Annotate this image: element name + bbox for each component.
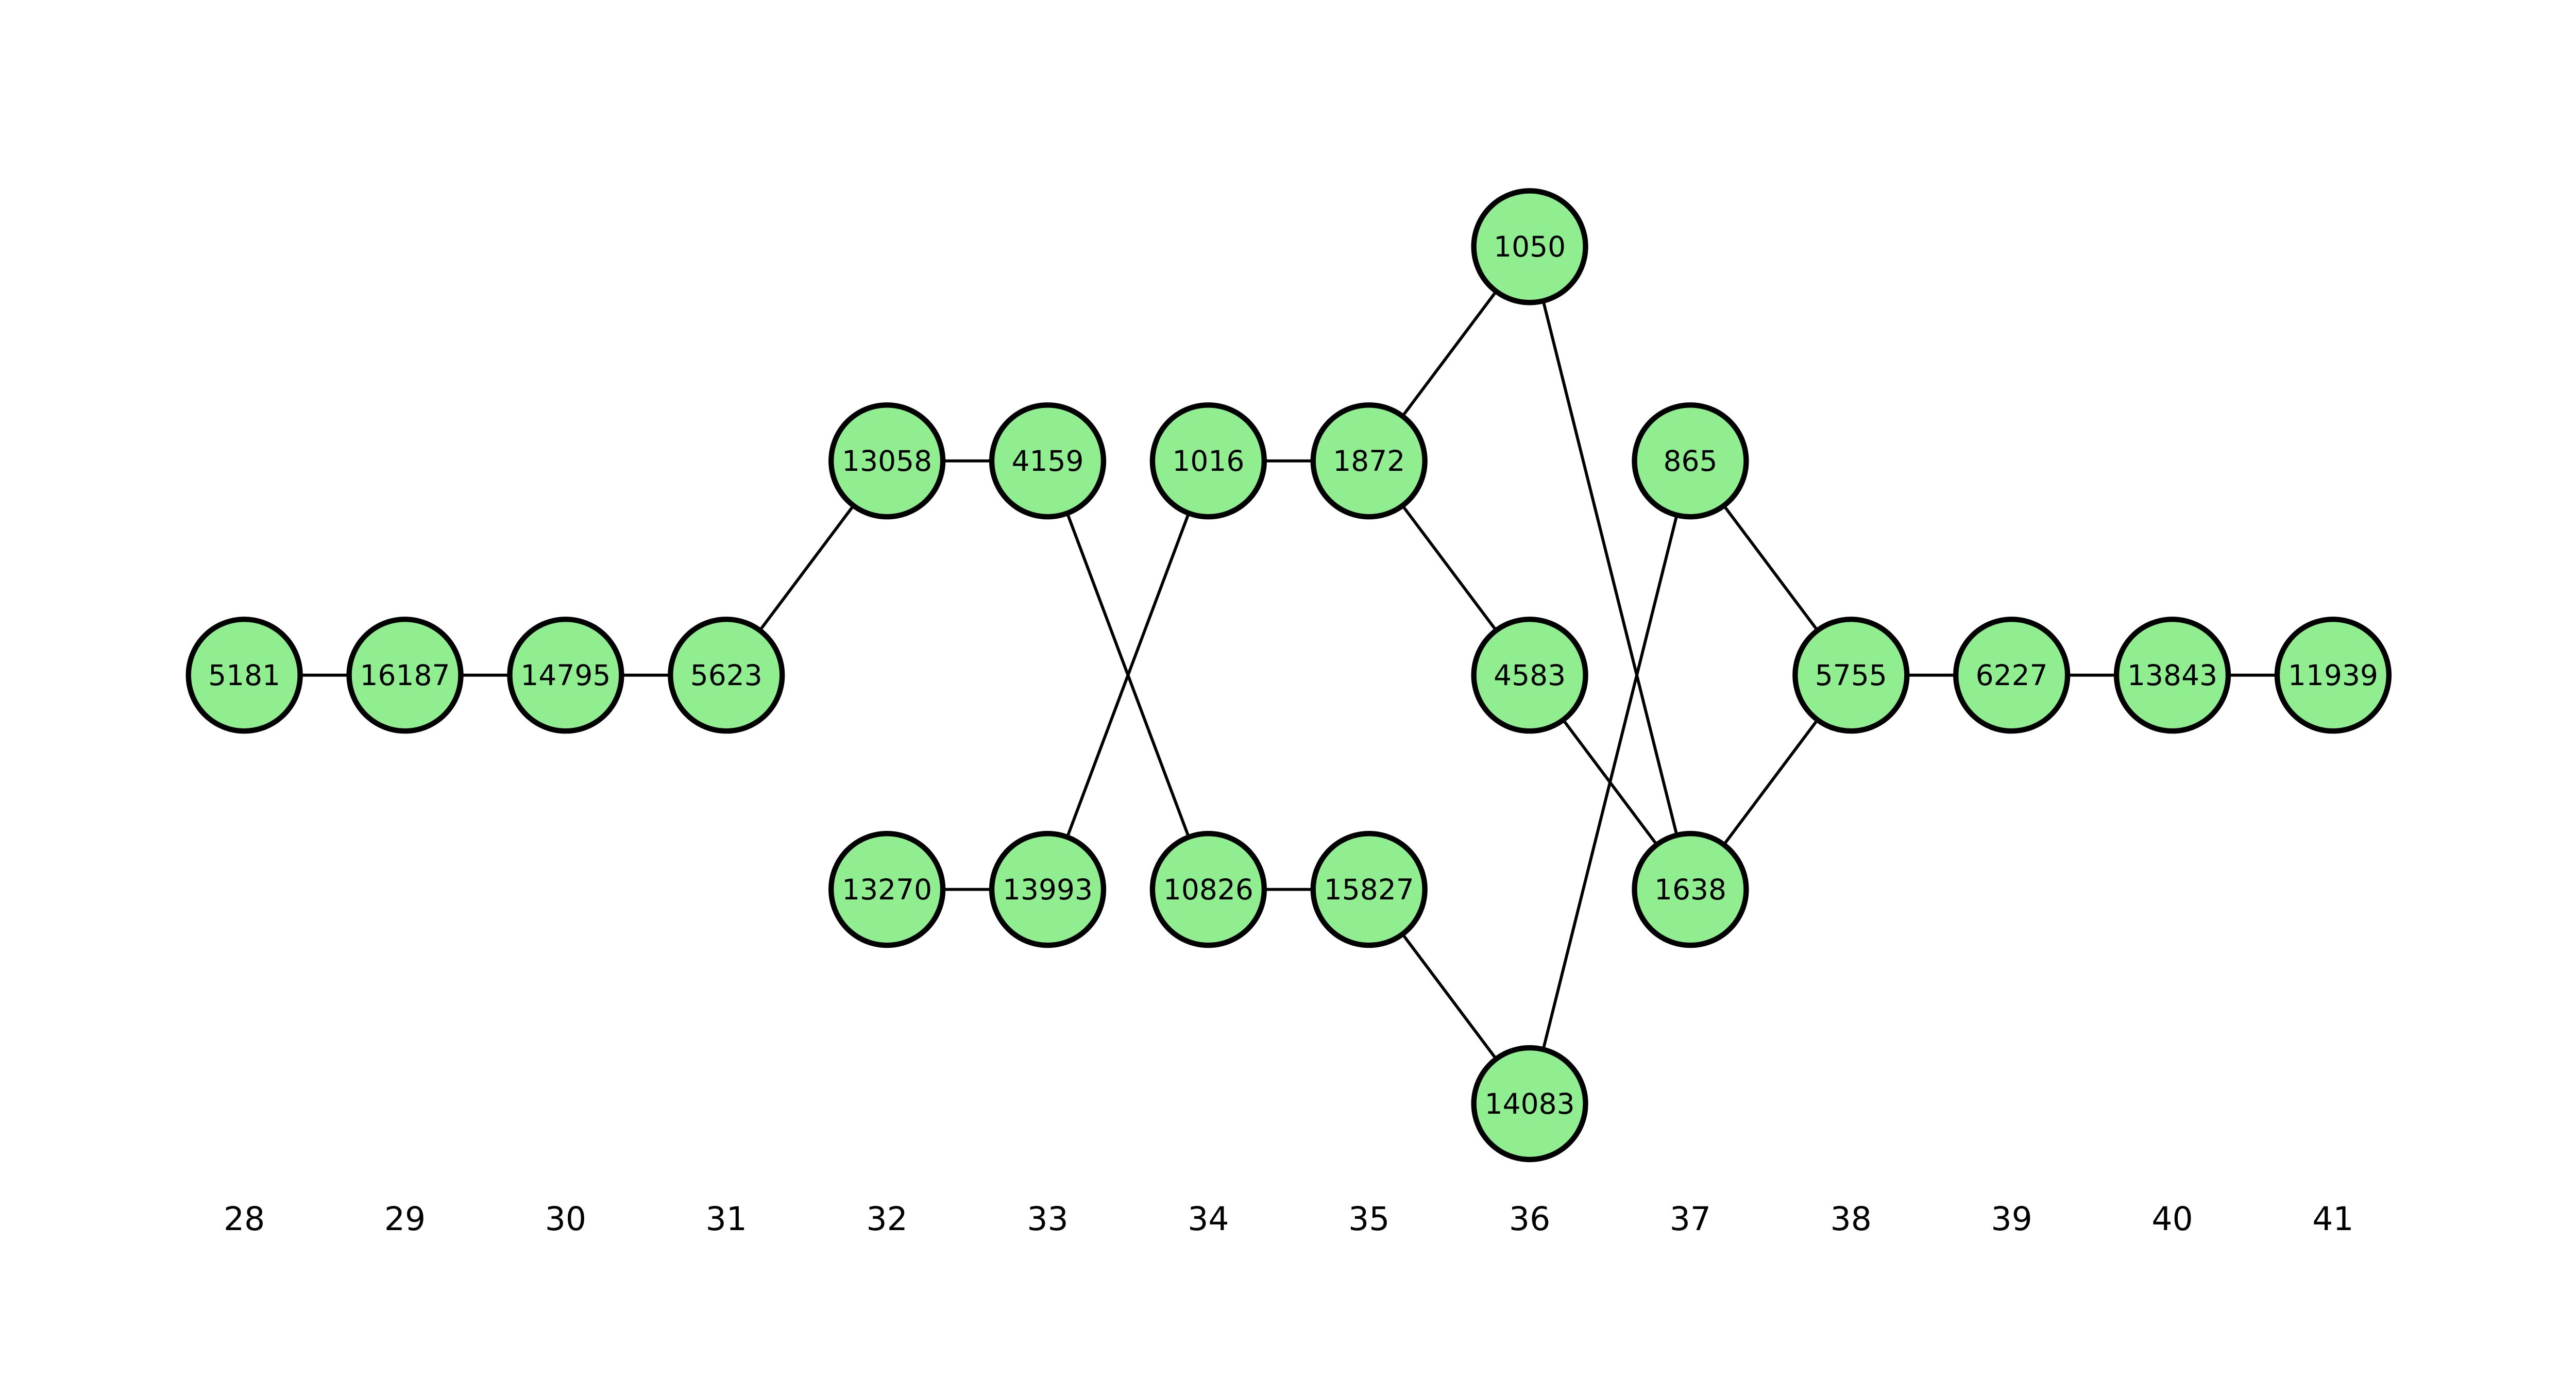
node-circle <box>828 402 946 520</box>
node-label: 1016 <box>1172 445 1244 478</box>
graph-node-16187: 16187 <box>346 617 464 734</box>
node-circle <box>346 617 464 734</box>
graph-node-6227: 6227 <box>1953 617 2071 734</box>
graph-node-11939: 11939 <box>2274 617 2392 734</box>
node-circle <box>2274 617 2392 734</box>
node-circle <box>1471 1045 1588 1163</box>
node-label: 14795 <box>520 659 611 692</box>
node-circle <box>507 617 624 734</box>
node-circle <box>1149 830 1267 948</box>
graph-node-13993: 13993 <box>989 830 1107 948</box>
x-axis-label-31: 31 <box>706 1200 747 1238</box>
node-label: 865 <box>1663 445 1717 478</box>
graph-node-13058: 13058 <box>828 402 946 520</box>
node-label: 13058 <box>842 445 932 478</box>
node-label: 13270 <box>842 873 932 906</box>
node-circle <box>1471 188 1588 305</box>
node-label: 13843 <box>2127 659 2217 692</box>
node-label: 5181 <box>208 659 280 692</box>
x-axis-label-40: 40 <box>2151 1200 2193 1238</box>
graph-node-1872: 1872 <box>1310 402 1428 520</box>
nodes-layer: 5181 16187 14795 5623 13058 13270 4159 13993 101… <box>185 188 2392 1163</box>
x-axis-label-36: 36 <box>1509 1200 1550 1238</box>
node-circle <box>1953 617 2071 734</box>
graph-node-14083: 14083 <box>1471 1045 1588 1163</box>
x-axis-label-29: 29 <box>384 1200 426 1238</box>
graph-node-5623: 5623 <box>668 617 785 734</box>
node-circle <box>1792 617 1910 734</box>
x-axis-label-34: 34 <box>1188 1200 1229 1238</box>
x-axis-label-38: 38 <box>1831 1200 1872 1238</box>
node-label: 1638 <box>1654 873 1726 906</box>
graph-node-1638: 1638 <box>1632 830 1749 948</box>
node-circle <box>1310 402 1428 520</box>
graph-node-4159: 4159 <box>989 402 1107 520</box>
node-label: 10826 <box>1163 873 1253 906</box>
graph-node-5181: 5181 <box>185 617 303 734</box>
graph-node-13843: 13843 <box>2113 617 2231 734</box>
x-axis-label-35: 35 <box>1348 1200 1389 1238</box>
node-circle <box>1632 830 1749 948</box>
graph-node-4583: 4583 <box>1471 617 1588 734</box>
graph-node-5755: 5755 <box>1792 617 1910 734</box>
node-label: 5623 <box>690 659 762 692</box>
x-axis-label-37: 37 <box>1670 1200 1711 1238</box>
x-axis-label-33: 33 <box>1027 1200 1068 1238</box>
graph-node-1016: 1016 <box>1149 402 1267 520</box>
graph-node-13270: 13270 <box>828 830 946 948</box>
node-circle <box>828 830 946 948</box>
node-circle <box>1632 402 1749 520</box>
node-circle <box>989 830 1107 948</box>
node-circle <box>185 617 303 734</box>
node-circle <box>1471 617 1588 734</box>
node-label: 4159 <box>1011 445 1083 478</box>
x-axis-label-39: 39 <box>1991 1200 2032 1238</box>
graph-node-865: 865 <box>1632 402 1749 520</box>
graph-node-14795: 14795 <box>507 617 624 734</box>
node-circle <box>2113 617 2231 734</box>
graph-edge-1050-1638 <box>1528 246 1692 890</box>
node-circle <box>1149 402 1267 520</box>
node-circle <box>989 402 1107 520</box>
node-label: 15827 <box>1324 873 1414 906</box>
node-label: 1050 <box>1494 230 1566 263</box>
node-label: 6227 <box>1976 659 2048 692</box>
node-label: 13993 <box>1003 873 1093 906</box>
graph-node-1050: 1050 <box>1471 188 1588 305</box>
node-label: 16187 <box>360 659 450 692</box>
graph-edge-1016-13993 <box>1046 460 1210 890</box>
x-axis-label-28: 28 <box>224 1200 265 1238</box>
x-axis-label-30: 30 <box>545 1200 586 1238</box>
x-axis-labels: 28 29 30 31 32 33 34 35 36 37 38 39 40 41 <box>224 1200 2354 1238</box>
x-axis-label-32: 32 <box>866 1200 907 1238</box>
node-label: 5755 <box>1815 659 1887 692</box>
node-label: 11939 <box>2288 659 2378 692</box>
node-circle <box>1310 830 1428 948</box>
graph-node-15827: 15827 <box>1310 830 1428 948</box>
node-label: 1872 <box>1333 445 1405 478</box>
node-label: 14083 <box>1485 1087 1575 1120</box>
graph-node-10826: 10826 <box>1149 830 1267 948</box>
node-label: 4583 <box>1494 659 1566 692</box>
node-circle <box>668 617 785 734</box>
x-axis-label-41: 41 <box>2312 1200 2353 1238</box>
graph-edge-865-14083 <box>1528 461 1692 1104</box>
